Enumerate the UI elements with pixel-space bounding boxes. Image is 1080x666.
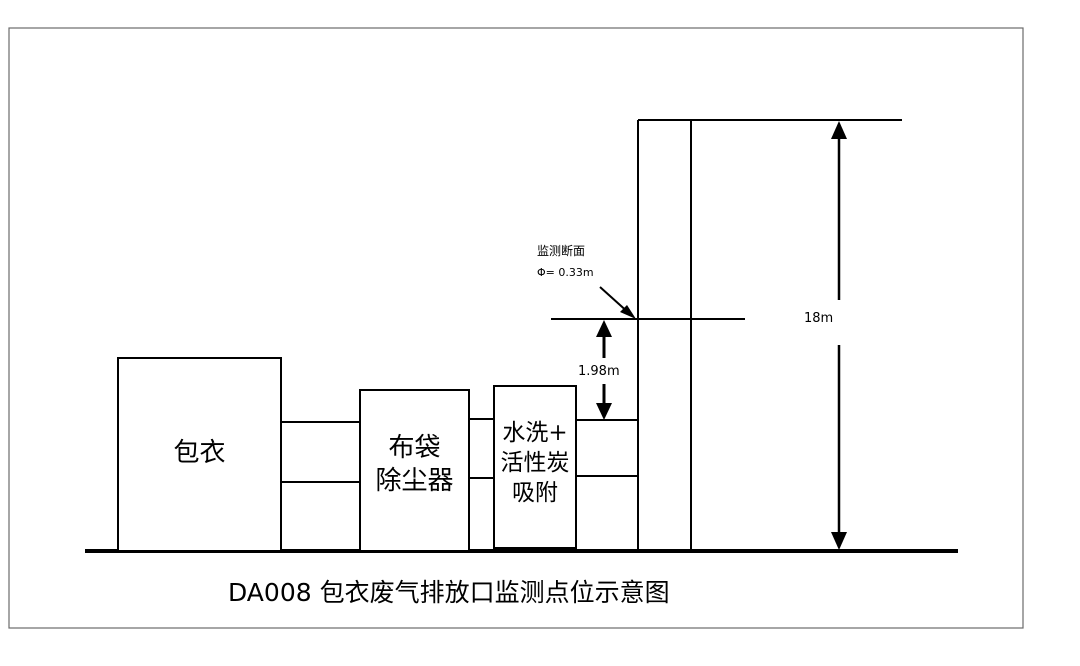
bag-filter-label: 布袋 除尘器: [360, 432, 469, 497]
monitor-height-label: 1.98m: [578, 364, 620, 379]
coating-box: [117, 357, 282, 552]
stack-height-label: 18m: [804, 311, 834, 326]
diagram-frame: [8, 27, 1024, 629]
diagram-caption: DA008 包衣废气排放口监测点位示意图: [228, 578, 670, 607]
water-wash-carbon-label: 水洗+ 活性炭 吸附: [492, 419, 578, 509]
bag-filter-box: [359, 389, 470, 552]
water-wash-carbon-label-line2: 活性炭: [500, 449, 570, 476]
monitoring-section-label: 监测断面: [537, 244, 586, 258]
water-wash-carbon-box: [493, 385, 577, 549]
stack-height-arrow-down: [831, 532, 847, 550]
coating-label: 包衣: [173, 438, 226, 468]
water-wash-carbon-label-line1: 水洗+: [502, 420, 568, 446]
water-wash-carbon-label-line3: 吸附: [512, 479, 558, 506]
monitoring-diameter-label: Φ= 0.33m: [537, 266, 594, 279]
monitor-height-arrow-up: [596, 320, 612, 337]
monitoring-pointer-head: [620, 305, 636, 319]
bag-filter-label-line1: 布袋: [388, 433, 441, 463]
stack-height-arrow-up: [831, 121, 847, 139]
bag-filter-label-line2: 除尘器: [375, 465, 454, 496]
monitor-height-arrow-down: [596, 403, 612, 420]
